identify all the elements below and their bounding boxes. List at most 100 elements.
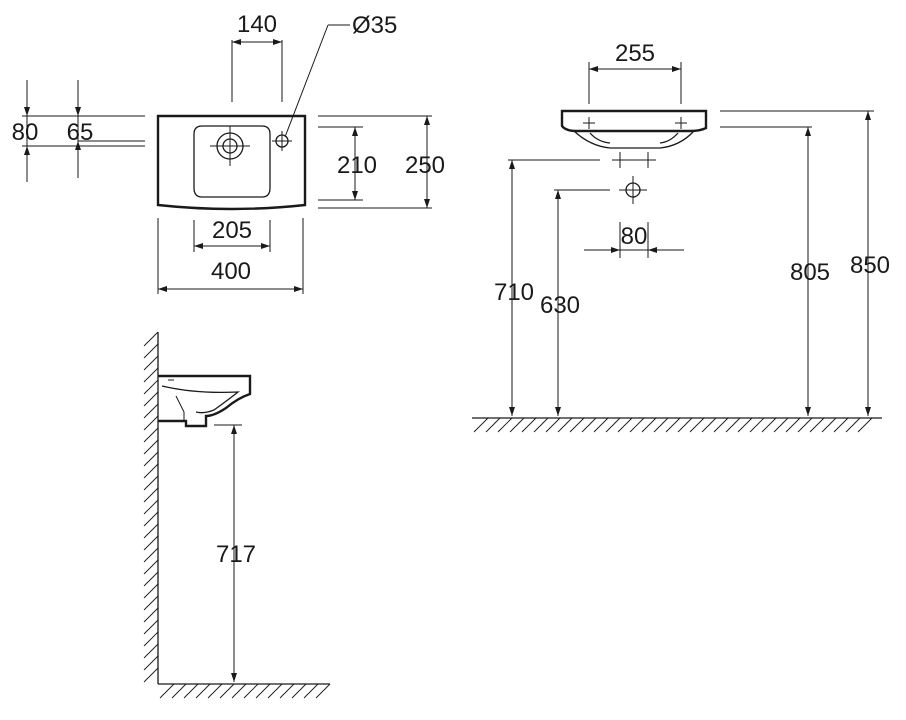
hatch-line (593, 417, 609, 433)
hatch-line (143, 607, 159, 623)
hatch-line (485, 417, 501, 433)
dim-rim-inner: 65 (67, 119, 94, 146)
hatch-line (605, 417, 621, 433)
dim-height-waste: 630 (540, 292, 580, 319)
hatch-line (143, 631, 159, 647)
hatch-line (279, 683, 295, 699)
dim-height-rim-underside: 805 (790, 259, 830, 286)
hatch-line (737, 417, 753, 433)
hatch-line (231, 683, 247, 699)
hatch-line (143, 343, 159, 359)
hatch-line (833, 417, 849, 433)
dim-bowl-width: 205 (212, 217, 252, 244)
floor-hatch-front (473, 417, 873, 433)
hatch-line (797, 417, 813, 433)
hatch-line (473, 417, 489, 433)
hatch-line (533, 417, 549, 433)
supply-points-icon (612, 152, 656, 168)
waste-outlet-icon (619, 176, 647, 204)
hatch-line (143, 463, 159, 479)
hatch-line (845, 417, 861, 433)
side-view: 717 (143, 331, 331, 699)
top-view: 140 Ø35 80 65 210 250 (12, 11, 445, 294)
hatch-line (143, 583, 159, 599)
hatch-line (207, 683, 223, 699)
hatch-line (725, 417, 741, 433)
basin-outline-front (560, 109, 708, 133)
dim-height-side: 717 (216, 541, 256, 568)
dim-height-rim-top: 850 (850, 252, 890, 279)
hatch-line (809, 417, 825, 433)
dim-waste-spacing: 80 (621, 223, 648, 250)
hatch-line (581, 417, 597, 433)
hatch-line (291, 683, 307, 699)
basin-outline-side (158, 374, 252, 428)
bowl-outline-plan (193, 125, 271, 198)
hatch-line (821, 417, 837, 433)
floor-hatch-side (159, 683, 331, 699)
hatch-line (143, 667, 159, 683)
hatch-line (497, 417, 513, 433)
hatch-line (143, 487, 159, 503)
hatch-line (267, 683, 283, 699)
hatch-line (701, 417, 717, 433)
hatch-line (143, 559, 159, 575)
hatch-line (617, 417, 633, 433)
hatch-line (677, 417, 693, 433)
wall-hatch (143, 331, 159, 683)
hatch-line (183, 683, 199, 699)
dim-bowl-depth: 210 (337, 152, 377, 179)
tap-hole-icon (272, 131, 292, 151)
hatch-line (143, 427, 159, 443)
hatch-line (143, 331, 159, 347)
hatch-line (143, 475, 159, 491)
hatch-line (761, 417, 777, 433)
dim-basin-depth: 250 (405, 152, 445, 179)
hatch-line (521, 417, 537, 433)
dim-tap-hole: Ø35 (352, 12, 397, 39)
dim-height-supply: 710 (494, 279, 534, 306)
hatch-line (143, 367, 159, 383)
hatch-line (143, 571, 159, 587)
dim-bracket-spacing: 255 (615, 40, 655, 67)
hatch-line (143, 643, 159, 659)
hatch-line (143, 439, 159, 455)
hatch-line (255, 683, 271, 699)
hatch-line (143, 619, 159, 635)
hatch-line (665, 417, 681, 433)
hatch-line (219, 683, 235, 699)
hatch-line (143, 451, 159, 467)
hatch-line (315, 683, 331, 699)
dim-basin-width: 400 (211, 258, 251, 285)
hatch-line (143, 499, 159, 515)
hatch-line (195, 683, 211, 699)
hatch-line (773, 417, 789, 433)
hatch-line (641, 417, 657, 433)
hatch-line (689, 417, 705, 433)
hatch-line (857, 417, 873, 433)
front-view: 255 80 710 630 805 850 (472, 40, 890, 433)
hatch-line (143, 391, 159, 407)
hatch-line (243, 683, 259, 699)
hatch-line (143, 523, 159, 539)
hatch-line (171, 683, 187, 699)
hatch-line (143, 403, 159, 419)
hatch-line (143, 511, 159, 527)
bracket-left-icon (583, 117, 595, 129)
hatch-line (159, 683, 175, 699)
hatch-line (557, 417, 573, 433)
basin-outline-plan (156, 114, 307, 211)
hatch-line (143, 655, 159, 671)
hatch-line (143, 415, 159, 431)
dim-tap-offset: 140 (237, 11, 277, 38)
hatch-line (569, 417, 585, 433)
hatch-line (143, 595, 159, 611)
hatch-line (545, 417, 561, 433)
bracket-right-icon (675, 117, 687, 129)
hatch-line (653, 417, 669, 433)
drain-icon (210, 126, 250, 166)
dim-rim-outer: 80 (12, 119, 39, 146)
hatch-line (143, 547, 159, 563)
hatch-line (303, 683, 319, 699)
